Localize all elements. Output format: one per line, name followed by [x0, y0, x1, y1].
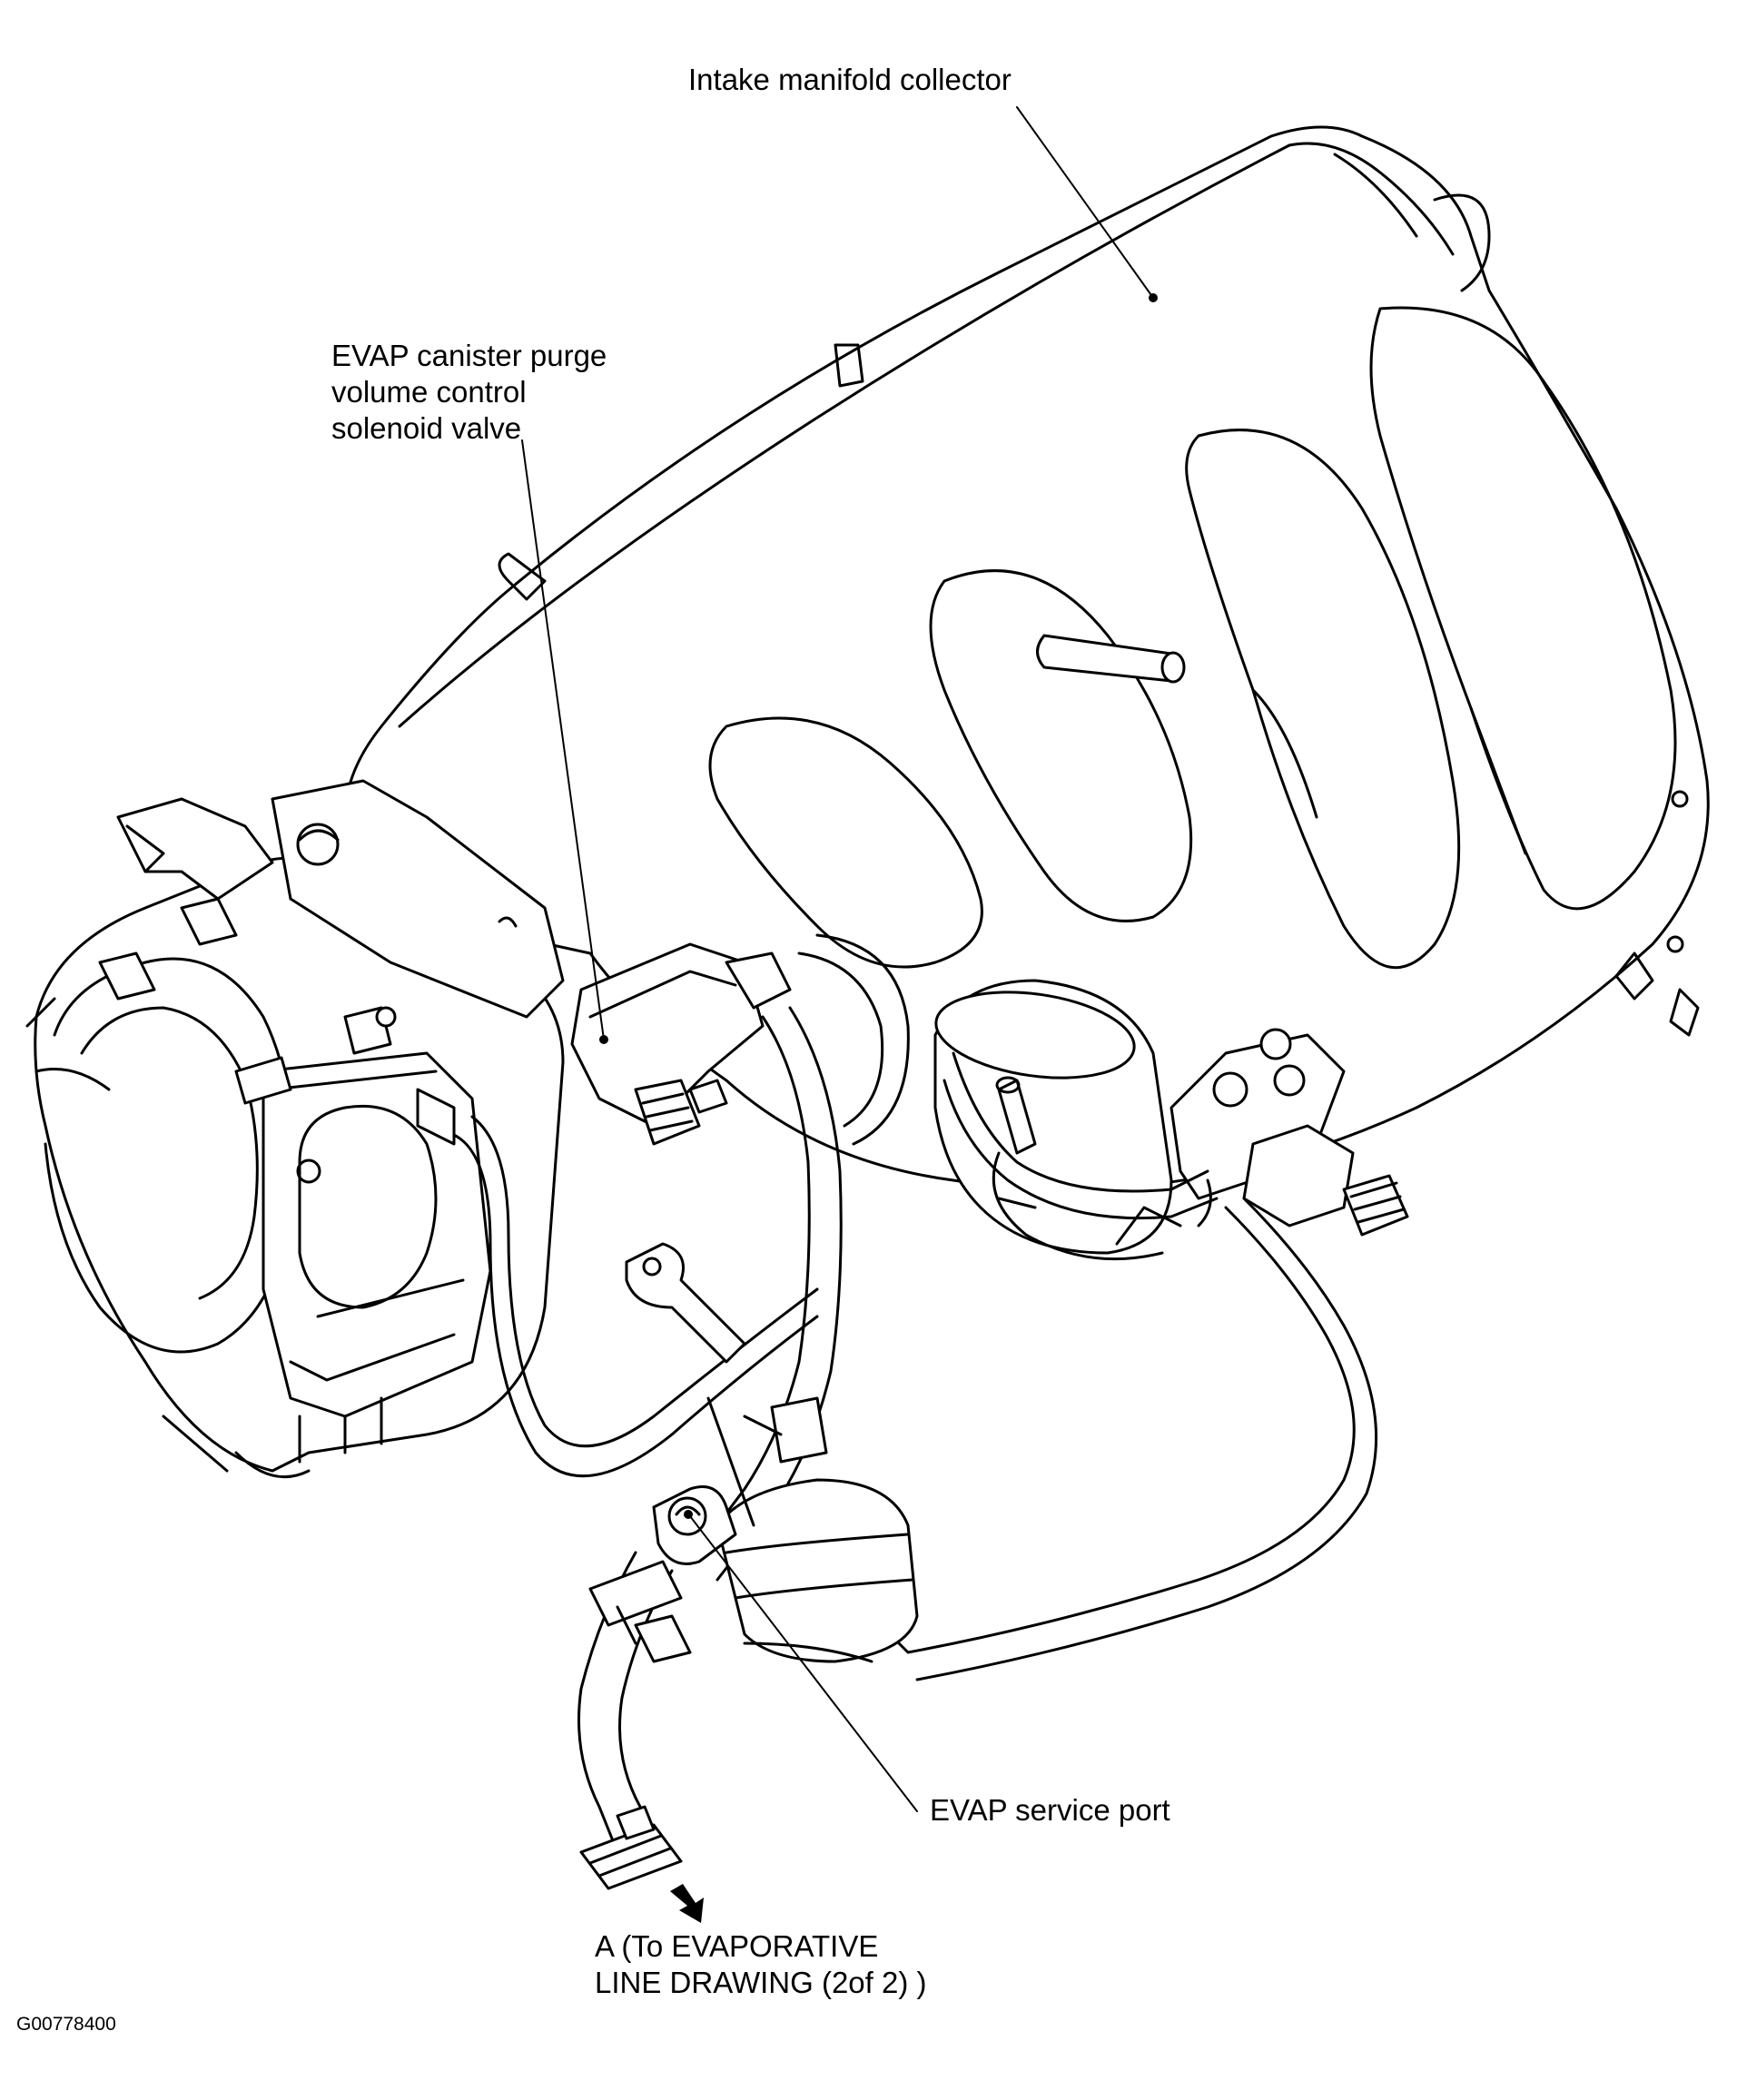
leader-lines: [521, 106, 1154, 1812]
throttle-body: [25, 779, 565, 1479]
hose-end-connector: [579, 1805, 683, 1890]
evap-service-port-hw: [588, 1478, 919, 1663]
label-evap-service-port: EVAP service port: [930, 1793, 1170, 1827]
mid-bracket: [625, 1197, 1037, 1527]
intake-manifold-collector: [343, 125, 1710, 1191]
label-intake-manifold-collector: Intake manifold collector: [688, 63, 1012, 96]
leader-dot-valve: [599, 1035, 608, 1044]
label-to-evaporative-line-drawing: A (To EVAPORATIVE LINE DRAWING (2of 2) ): [595, 1929, 927, 1999]
down-arrow-icon: [670, 1884, 704, 1923]
leader-dot-port: [684, 1510, 693, 1519]
evap-hoses: [452, 933, 1378, 1854]
label-evap-solenoid-valve: EVAP canister purge volume control solen…: [331, 339, 607, 445]
leader-dot-intake: [1149, 293, 1158, 302]
vacuum-tank: [933, 979, 1182, 1261]
evap-solenoid-valve: [570, 942, 792, 1146]
figure-code: G00778400: [16, 2014, 116, 2035]
bracket-connector: [1170, 1028, 1409, 1237]
